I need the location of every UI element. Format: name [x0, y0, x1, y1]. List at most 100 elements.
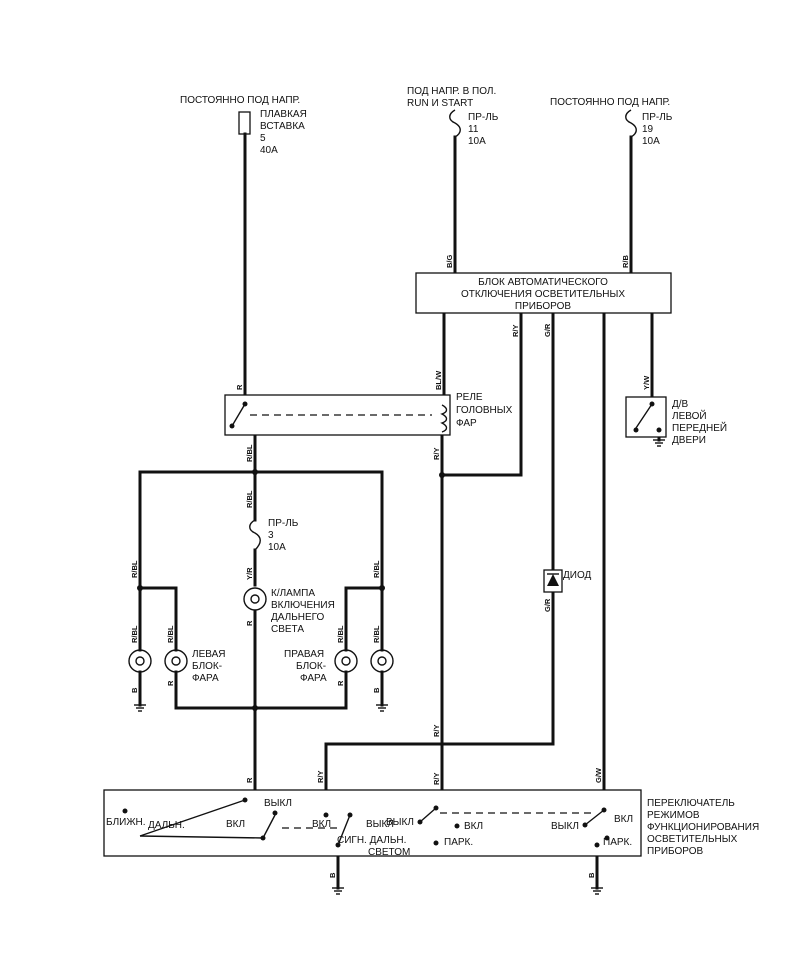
wire-code-rbl-left: R/BL — [130, 560, 139, 578]
right-headlamp-label-3: ФАРА — [300, 673, 327, 684]
wire-code-yw: Y/W — [642, 375, 651, 390]
wire-code-gr-module: G/R — [543, 323, 552, 337]
wire-code-ry-relay: R/Y — [432, 447, 441, 460]
wires — [138, 132, 661, 890]
lighting-switch — [103, 789, 642, 857]
left-headlamp-label-1: ЛЕВАЯ — [192, 649, 225, 660]
door-switch-label-4: ДВЕРИ — [672, 435, 706, 446]
wire-code-r-relay: R — [235, 384, 244, 390]
switch-on-label-3: ВКЛ — [464, 821, 483, 832]
switch-title-4: ОСВЕТИТЕЛЬНЫХ — [647, 834, 738, 845]
wire-code-blw: BL/W — [434, 370, 443, 390]
headlamp-relay — [224, 394, 451, 436]
fuse-11-label-2: 11 — [468, 124, 479, 135]
source-middle-title-1: ПОД НАПР. В ПОЛ. — [407, 86, 496, 97]
fuse-3-symbol — [249, 519, 261, 551]
switch-low-label: БЛИЖН. — [106, 817, 146, 828]
fuse-19-label-1: ПР-ЛЬ — [642, 112, 673, 123]
fuse-link-5-label-2: ВСТАВКА — [260, 121, 305, 132]
switch-title-1: ПЕРЕКЛЮЧАТЕЛЬ — [647, 798, 735, 809]
switch-flash-label-1: СИГН. ДАЛЬН. — [337, 835, 406, 846]
auto-off-module: БЛОК АВТОМАТИЧЕСКОГО ОТКЛЮЧЕНИЯ ОСВЕТИТЕ… — [415, 272, 672, 314]
junctions — [137, 469, 445, 711]
wire-code-gr-diode: G/R — [543, 598, 552, 612]
switch-title-3: ФУНКЦИОНИРОВАНИЯ — [647, 822, 759, 833]
wire-code-rbl-lo4: R/BL — [372, 625, 381, 643]
diode-label: ДИОД — [563, 570, 592, 581]
switch-on-label-1: ВКЛ — [226, 819, 245, 830]
switch-park-label-1: ПАРК. — [444, 837, 473, 848]
fuse-link-5-label-1: ПЛАВКАЯ — [260, 109, 307, 120]
fuse-3-label-3: 10A — [268, 542, 286, 553]
wire-code-rbl-right: R/BL — [372, 560, 381, 578]
left-headlamp-label-3: ФАРА — [192, 673, 219, 684]
high-beam-lamp-label-1: К/ЛАМПА — [271, 588, 315, 599]
fuse-11-label-1: ПР-ЛЬ — [468, 112, 499, 123]
wire-code-yr: Y/R — [245, 567, 254, 580]
switch-off-label-3: ВЫКЛ — [386, 817, 414, 828]
right-headlamp-inner — [334, 649, 358, 673]
high-beam-lamp-label-2: ВКЛЮЧЕНИЯ — [271, 600, 335, 611]
high-beam-indicator-lamp — [243, 587, 267, 611]
relay-label-3: ФАР — [456, 418, 477, 429]
wire-code-r-switch: R — [245, 777, 254, 783]
source-right-title: ПОСТОЯННО ПОД НАПР. — [550, 97, 670, 108]
wire-code-b-sw2: B — [587, 872, 596, 878]
high-beam-lamp-label-3: ДАЛЬНЕГО — [271, 612, 325, 623]
door-switch-label-2: ЛЕВОЙ — [672, 409, 707, 422]
wire-code-r-left2: R — [166, 680, 175, 686]
right-headlamp-outer — [370, 649, 394, 673]
wire-code-rbl-lo3: R/BL — [336, 625, 345, 643]
relay-label-2: ГОЛОВНЫХ — [456, 405, 513, 416]
switch-off-label-1: ВЫКЛ — [264, 798, 292, 809]
door-switch-label-1: Д/В — [672, 399, 689, 410]
auto-off-module-line-1: БЛОК АВТОМАТИЧЕСКОГО — [478, 277, 608, 288]
source-left-title: ПОСТОЯННО ПОД НАПР. — [180, 95, 300, 106]
wire-code-gw: G/W — [594, 767, 603, 783]
left-headlamp-outer — [128, 649, 152, 673]
wire-code-ry-module: R/Y — [511, 324, 520, 337]
switch-title-2: РЕЖИМОВ — [647, 810, 700, 821]
left-headlamp-label-2: БЛОК- — [192, 661, 222, 672]
wire-code-b-sw1: B — [328, 872, 337, 878]
fuse-3-label-2: 3 — [268, 530, 274, 541]
wire-codes: B/G R/B R BL/W R/Y G/R Y/W R/BL R/Y R/BL… — [130, 255, 651, 879]
auto-off-module-line-3: ПРИБОРОВ — [515, 301, 572, 312]
switch-park-label-2: ПАРК. — [603, 837, 632, 848]
switch-off-label-2: ВЫКЛ — [366, 819, 394, 830]
right-headlamp-label-2: БЛОК- — [296, 661, 326, 672]
wire-code-r-right2: R — [336, 680, 345, 686]
wire-code-bg: B/G — [445, 255, 454, 269]
fuse-19-label-2: 19 — [642, 124, 654, 135]
wire-code-ry-switch2: R/Y — [432, 772, 441, 785]
wire-code-rb: R/B — [621, 255, 630, 269]
wire-code-rbl-fuse3: R/BL — [245, 490, 254, 508]
switch-off-label-4: ВЫКЛ — [551, 821, 579, 832]
right-headlamp-label-1: ПРАВАЯ — [284, 649, 324, 660]
door-switch — [625, 396, 667, 438]
high-beam-lamp-label-4: СВЕТА — [271, 624, 304, 635]
fuse-link-5-label-4: 40A — [260, 145, 278, 156]
wire-code-b-right: B — [372, 687, 381, 693]
switch-high-label: ДАЛЬН. — [148, 820, 185, 831]
left-headlamp-inner — [164, 649, 188, 673]
wire-code-b-left: B — [130, 687, 139, 693]
relay-coil — [440, 404, 448, 433]
fuse-11-label-3: 10A — [468, 136, 486, 147]
door-switch-label-3: ПЕРЕДНЕЙ — [672, 421, 727, 434]
fuse-link-5 — [238, 111, 251, 135]
wire-code-rbl-lo1: R/BL — [130, 625, 139, 643]
switch-flash-label-2: СВЕТОМ — [368, 847, 410, 858]
ground-symbols — [134, 439, 665, 895]
wire-code-r-lamp: R — [245, 620, 254, 626]
wire-code-rbl-relay: R/BL — [245, 444, 254, 462]
fuse-19-symbol — [625, 109, 637, 138]
switch-title-5: ПРИБОРОВ — [647, 846, 704, 857]
switch-on-label-4: ВКЛ — [614, 814, 633, 825]
diode — [543, 569, 563, 593]
wire-code-ry-switch1: R/Y — [316, 770, 325, 783]
fuse-19-label-3: 10A — [642, 136, 660, 147]
fuse-link-5-label-3: 5 — [260, 133, 266, 144]
relay-label-1: РЕЛЕ — [456, 392, 483, 403]
